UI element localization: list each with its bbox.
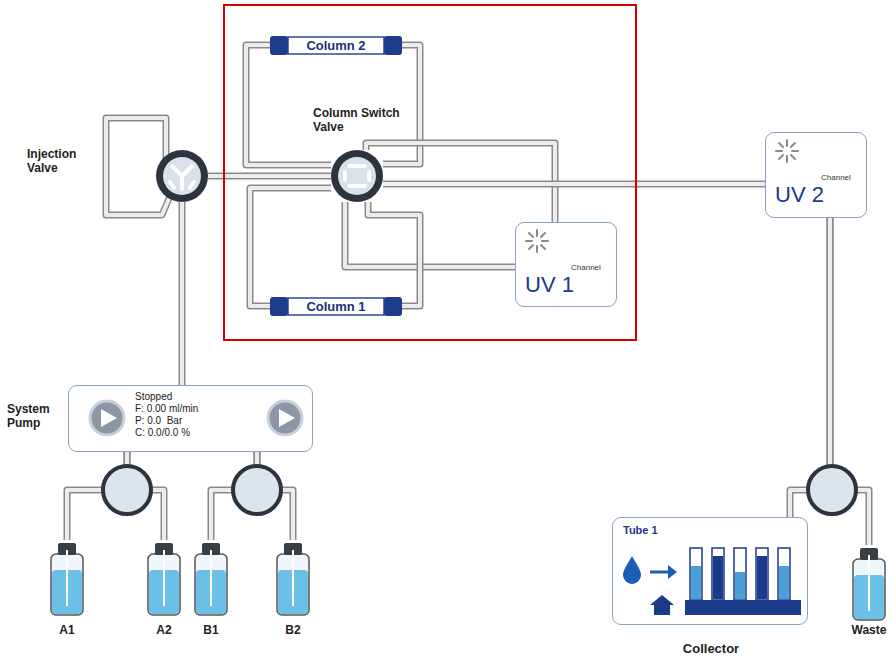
- node-label: Injection Valve: [27, 147, 89, 175]
- pipe: [182, 202, 183, 385]
- node-label: Tube 1: [623, 524, 658, 536]
- node-box: Tube 1Collector: [612, 517, 808, 625]
- pump-head: [90, 401, 302, 435]
- node-label: Column Switch Valve: [313, 106, 413, 134]
- node-label: System Pump: [7, 402, 63, 430]
- node-label: UV 2: [775, 183, 824, 207]
- node-label: C: 0.0/0.0 %: [135, 427, 190, 439]
- pipe: [368, 202, 420, 306]
- lamp-icon: [526, 230, 548, 252]
- node-box: Waste: [852, 545, 886, 621]
- collector-icons: [623, 548, 801, 615]
- node-label: Stopped: [135, 391, 172, 403]
- node-box: System PumpStoppedF: 0.00 ml/minP: 0.0 B…: [68, 385, 313, 452]
- highlight-frame: [224, 5, 636, 340]
- node-label: Collector: [613, 642, 809, 656]
- node-label: P: 0.0 Bar: [135, 415, 182, 427]
- node-label: F: 0.00 ml/min: [135, 403, 198, 415]
- pipe: [383, 184, 765, 185]
- node-box: Column 2: [270, 35, 402, 56]
- pipe: [250, 188, 331, 306]
- node-box: UV 1Channel: [515, 222, 617, 307]
- node-box: A2: [147, 540, 181, 616]
- node-label: B1: [181, 623, 241, 637]
- node-label: A2: [134, 623, 194, 637]
- node-box: A1: [50, 540, 84, 616]
- node-box: Column Switch Valve: [331, 150, 383, 202]
- injection-valve: [156, 150, 208, 202]
- node-label: UV 1: [525, 273, 574, 297]
- node-label: Column 1: [306, 299, 365, 314]
- solvent-bottle: [51, 543, 885, 620]
- node-box: B1: [194, 540, 228, 616]
- switch-valve: [331, 150, 383, 202]
- node-label: Channel: [571, 263, 601, 272]
- node-label: Column 2: [306, 38, 365, 53]
- node-label: Channel: [821, 173, 851, 182]
- node-box: Column 1: [270, 296, 402, 317]
- node-label: Waste: [839, 623, 894, 637]
- pipe: [246, 45, 331, 165]
- pipe: [208, 176, 331, 177]
- lamp-icon: [776, 140, 798, 162]
- node-box: B2: [276, 540, 310, 616]
- node-box: Injection Valve: [156, 150, 208, 202]
- node-label: A1: [37, 623, 97, 637]
- small-valve: [103, 466, 856, 514]
- node-label: B2: [263, 623, 323, 637]
- column-body: [270, 36, 402, 316]
- node-box: UV 2Channel: [765, 132, 867, 218]
